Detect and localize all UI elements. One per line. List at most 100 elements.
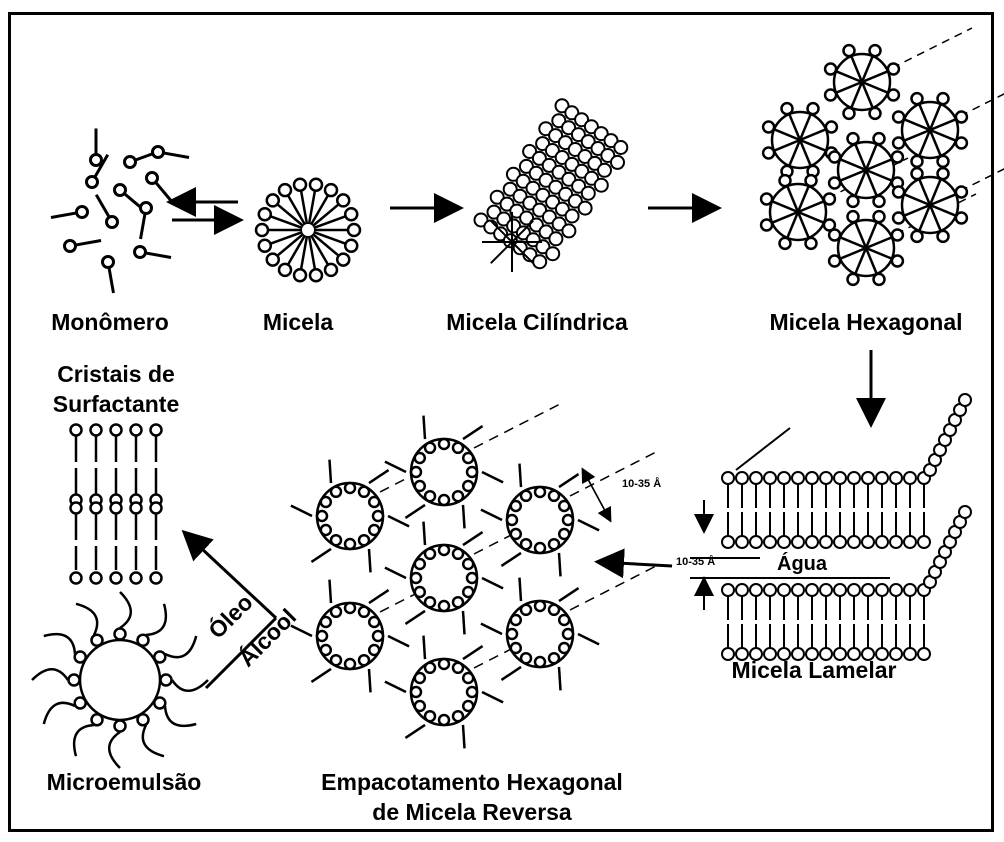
- lamellar-head: [834, 472, 846, 484]
- reverse-micelle-head: [425, 443, 435, 453]
- reverse-micelle-head: [373, 631, 383, 641]
- micelle-head: [259, 208, 271, 220]
- reverse-micelle-head: [369, 617, 379, 627]
- reverse-micelle-head: [559, 501, 569, 511]
- reverse-micelle-head: [507, 629, 517, 639]
- lamellar-head: [820, 472, 832, 484]
- micelle-head: [337, 194, 349, 206]
- reverse-micelle-head: [463, 673, 473, 683]
- reverse-micelle-tail: [329, 460, 331, 483]
- cylinder-head: [579, 202, 592, 215]
- reverse-micelle-tail: [405, 505, 425, 518]
- hexagonal-rod-head: [874, 196, 885, 207]
- reverse-micelle-head: [511, 615, 521, 625]
- cylinder-head: [533, 255, 546, 268]
- reverse-micelle-tail: [519, 578, 521, 601]
- reverse-micelle-head: [549, 605, 559, 615]
- reverse-micelle-head: [425, 549, 435, 559]
- reverse-micelle-head: [511, 643, 521, 653]
- reverse-micelle-tail: [311, 669, 331, 682]
- cylindrical-micelle: [475, 99, 628, 272]
- surfactant-head: [91, 155, 102, 166]
- reverse-micelle-tail: [559, 588, 579, 601]
- reverse-micelle-tail: [385, 568, 406, 578]
- hexagonal-rod-head: [870, 108, 881, 119]
- oil-label: Óleo: [202, 588, 257, 643]
- reverse-micelle-head: [345, 659, 355, 669]
- micelle-head: [256, 224, 268, 236]
- hexagonal-rod-head: [911, 168, 922, 179]
- reverse-micelle-head: [425, 711, 435, 721]
- hexagonal-rod-head: [847, 211, 858, 222]
- hexagonal-rod-head: [938, 93, 949, 104]
- reverse-micelle-head: [535, 601, 545, 611]
- microemulsion: [32, 592, 208, 768]
- micelle-head: [345, 208, 357, 220]
- hexagonal-rod-head: [761, 193, 772, 204]
- reverse-micelle-head: [345, 603, 355, 613]
- hexagonal-rod-head: [911, 93, 922, 104]
- surfactant-head: [77, 207, 88, 218]
- cylinder-head: [562, 224, 575, 237]
- microemulsion-tail: [172, 680, 208, 691]
- reverse-micelle-tail: [423, 416, 425, 439]
- reverse-micelle-head: [453, 597, 463, 607]
- hexagonal-rod-head: [825, 63, 836, 74]
- crystal-head: [131, 503, 142, 514]
- hexagonal-rod-head: [888, 63, 899, 74]
- surfactant-tail: [109, 267, 114, 293]
- surfactant-head: [153, 147, 164, 158]
- micelle-head: [325, 264, 337, 276]
- lamellar-edge: [736, 428, 790, 470]
- micelle-head: [337, 254, 349, 266]
- lamellar-head: [904, 536, 916, 548]
- cylinder-head: [582, 187, 595, 200]
- microemulsion-head: [154, 652, 165, 663]
- microemulsion-head: [115, 721, 126, 732]
- label-empacotamento: Empacotamento Hexagonal: [321, 768, 623, 797]
- hexagonal-rod-head: [892, 151, 903, 162]
- reverse-micelle-head: [415, 559, 425, 569]
- lamellar-head: [750, 584, 762, 596]
- lamellar-head: [778, 536, 790, 548]
- lamellar-head: [722, 584, 734, 596]
- lamellar-head: [862, 536, 874, 548]
- microemulsion-head: [115, 629, 126, 640]
- reverse-micelle-head: [415, 587, 425, 597]
- lamellar-head: [862, 584, 874, 596]
- reverse-micelle-tail: [463, 611, 465, 634]
- reverse-dashed-axis: [474, 402, 564, 448]
- reverse-micelle-head: [415, 701, 425, 711]
- reverse-micelle-head: [439, 545, 449, 555]
- hexagonal-rod-head: [956, 138, 967, 149]
- crystal-head: [71, 425, 82, 436]
- crystal-head: [91, 503, 102, 514]
- label-micela-lamelar: Micela Lamelar: [732, 656, 897, 685]
- reverse-micelle-head: [521, 491, 531, 501]
- reverse-micelle-tail: [481, 624, 502, 634]
- microemulsion-tail: [143, 725, 164, 756]
- lamellar-head: [792, 584, 804, 596]
- reverse-micelle-head: [411, 573, 421, 583]
- reverse-micelle-head: [321, 645, 331, 655]
- reverse-micelle-head: [317, 511, 327, 521]
- reverse-micelle-head: [467, 573, 477, 583]
- reverse-micelle-head: [535, 487, 545, 497]
- lamellar-head: [764, 536, 776, 548]
- micelle-head: [279, 184, 291, 196]
- micelle-head: [267, 254, 279, 266]
- arrow-to-reverse: [600, 562, 672, 566]
- reverse-micelle-head: [563, 629, 573, 639]
- reverse-micelle-head: [463, 559, 473, 569]
- surfactant-head: [141, 203, 152, 214]
- hexagonal-rod-head: [847, 133, 858, 144]
- micelle-head: [310, 179, 322, 191]
- micelle-head: [325, 184, 337, 196]
- micelle-head: [279, 264, 291, 276]
- hexagonal-rod-head: [874, 274, 885, 285]
- reverse-micelle-packing: [291, 402, 660, 748]
- reverse-micelle-head: [415, 453, 425, 463]
- lamellar-head: [806, 584, 818, 596]
- lamellar-micelle: [690, 394, 971, 660]
